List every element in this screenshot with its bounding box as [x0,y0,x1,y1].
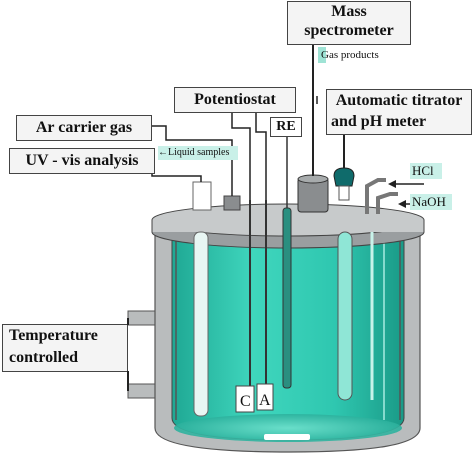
ph-probe [333,134,355,401]
hcl-tag: HCl [410,163,442,179]
titrator-line1: Automatic titrator [335,92,463,109]
uv-vis-box: UV - vis analysis [9,148,155,174]
sampling-tube [192,181,212,417]
ar-gas-port [223,195,241,211]
mass-spectrometer-box: Mass spectrometer [287,1,411,45]
uv-vis-label: UV - vis analysis [25,152,139,169]
potentiostat-label: Potentiostat [194,91,276,108]
reference-electrode [282,132,292,389]
anode-label: A [259,392,271,409]
naoh-label: NaOH [412,194,446,209]
titrator-box: Automatic titrator and pH meter [326,89,472,135]
stir-bar [264,434,310,440]
hcl-label: HCl [412,163,434,178]
gas-products-label: Gas products [321,49,379,61]
counter-electrode: C [235,200,255,413]
temperature-box: Temperature controlled [2,324,128,372]
titrant-tubes [365,178,398,400]
working-electrode: A [256,200,274,411]
naoh-tag: NaOH [410,194,452,210]
titrator-line2: and pH meter [331,113,427,130]
vessel-lid [151,203,425,249]
temperature-line2: controlled [9,349,79,366]
hcl-arrow [388,180,424,188]
liquid-samples-tag: ←Liquid samples [158,146,238,160]
re-label: RE [276,119,296,134]
mass-spectrometer-line2: spectrometer [304,22,394,39]
ar-carrier-gas-label: Ar carrier gas [35,119,133,136]
temperature-connector-bottom [127,371,129,391]
mass-spectrometer-line1: Mass [331,3,367,20]
temperature-connector-top [127,318,129,325]
liquid-samples-label: ←Liquid samples [158,147,230,158]
potentiostat-box: Potentiostat [174,87,296,113]
counter-electrode-label: C [240,393,251,410]
re-box: RE [270,117,302,137]
gas-products-tag: Gas products [318,47,382,63]
temperature-line1: Temperature [9,327,98,344]
ar-carrier-gas-box: Ar carrier gas [16,115,152,141]
mass-spec-port [297,44,329,213]
